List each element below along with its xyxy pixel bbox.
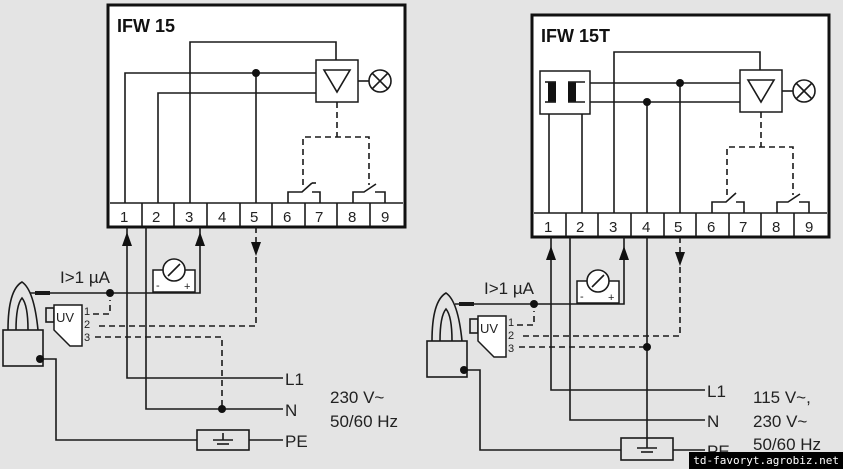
line-l1: L1 (707, 382, 726, 401)
terminal-3: 3 (185, 209, 193, 226)
ground-icon (213, 433, 233, 445)
line-n: N (285, 401, 297, 420)
supply-voltage-2: 230 V~ (753, 412, 807, 431)
ifw15t-terminal-strip: 1 2 3 4 5 6 7 8 9 (534, 212, 827, 236)
ifw15-terminal-strip: 1 2 3 4 5 6 7 8 9 (110, 202, 403, 226)
ifw15-title: IFW 15 (117, 16, 175, 36)
svg-text:UV: UV (480, 321, 498, 336)
burner-icon (2, 281, 50, 367)
supply-frequency: 50/60 Hz (330, 412, 398, 431)
arrow-up-icon (122, 232, 132, 246)
line-l1: L1 (285, 370, 304, 389)
terminal-1: 1 (120, 209, 128, 226)
supply-voltage: 230 V~ (330, 388, 384, 407)
amplifier-block (315, 59, 359, 103)
transformer-icon (539, 70, 591, 115)
terminal-7: 7 (315, 209, 323, 226)
relay-contacts (711, 192, 810, 213)
svg-text:1: 1 (84, 306, 90, 318)
supply-frequency: 50/60 Hz (753, 435, 821, 454)
terminal-6: 6 (707, 219, 715, 236)
terminal-4: 4 (218, 209, 226, 226)
svg-text:3: 3 (508, 343, 514, 355)
svg-text:1: 1 (508, 317, 514, 329)
svg-text:2: 2 (84, 319, 90, 331)
svg-text:2: 2 (508, 330, 514, 342)
terminal-5: 5 (250, 209, 258, 226)
lamp-icon (368, 69, 392, 93)
terminal-8: 8 (772, 219, 780, 236)
uv-sensor: UV 1 2 3 (45, 300, 111, 347)
terminal-3: 3 (609, 219, 617, 236)
relay-contacts (287, 182, 386, 203)
arrow-down-icon (675, 252, 685, 266)
terminal-2: 2 (576, 219, 584, 236)
terminal-2: 2 (152, 209, 160, 226)
current-threshold-label: I>1 µA (60, 268, 111, 287)
ground-icon (637, 440, 657, 453)
ifw15t-title: IFW 15T (541, 26, 610, 46)
current-threshold-label: I>1 µA (484, 279, 535, 298)
watermark: td-favoryt.agrobiz.net (689, 452, 843, 469)
terminal-7: 7 (739, 219, 747, 236)
svg-text:-: - (156, 280, 160, 292)
burner-icon (426, 292, 474, 378)
amplifier-block (739, 69, 783, 113)
svg-text:+: + (184, 281, 190, 293)
meter-icon: - + (576, 269, 620, 304)
terminal-4: 4 (642, 219, 650, 236)
arrow-up-icon (195, 232, 205, 246)
supply-voltage-1: 115 V~, (753, 388, 811, 407)
ground-block (620, 437, 674, 461)
svg-text:UV: UV (56, 310, 74, 325)
amplifier-icon (746, 79, 776, 104)
terminal-5: 5 (674, 219, 682, 236)
line-n: N (707, 412, 719, 431)
junction-dot (252, 69, 260, 77)
lamp-icon (792, 79, 816, 103)
line-pe: PE (285, 432, 308, 451)
terminal-8: 8 (348, 209, 356, 226)
terminal-9: 9 (805, 219, 813, 236)
arrow-down-icon (251, 242, 261, 256)
terminal-9: 9 (381, 209, 389, 226)
arrow-up-icon (619, 246, 629, 260)
ifw15-diagram: IFW 15 1 2 3 4 5 6 7 8 9 (2, 3, 407, 451)
meter-icon: - + (152, 258, 196, 293)
uv-sensor: UV 1 2 3 (469, 311, 535, 358)
svg-text:-: - (580, 291, 584, 303)
arrow-up-icon (546, 246, 556, 260)
terminal-1: 1 (544, 219, 552, 236)
terminal-6: 6 (283, 209, 291, 226)
svg-text:+: + (608, 292, 614, 304)
svg-text:3: 3 (84, 332, 90, 344)
amplifier-icon (322, 69, 352, 94)
ifw15t-diagram: IFW 15T 1 2 3 4 5 6 7 8 9 (426, 13, 831, 461)
